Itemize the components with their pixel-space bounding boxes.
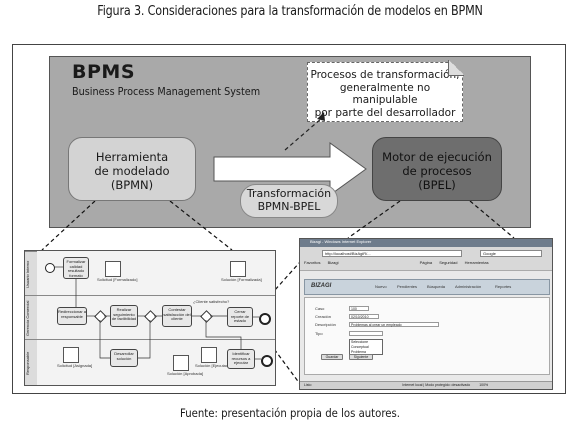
modeling-tool-line-2: de modelado: [94, 164, 170, 178]
label-creacion: Creación: [315, 314, 332, 319]
bizagi-logo: BIZAGI: [311, 283, 332, 289]
task-realizar: Realizar seguimiento de factibilidad: [110, 305, 138, 327]
right-callout-line-2: [469, 200, 515, 239]
gateway-label: ¿Cliente satisfecho?: [193, 299, 230, 304]
figure-title: Figura 3. Consideraciones para la transf…: [97, 4, 483, 19]
bizagi-form-area: Caso 100 Creación 02/10/2010 Descripción…: [304, 297, 550, 375]
lane-2: [37, 295, 275, 340]
menu-herramientas[interactable]: Herramientas: [464, 260, 489, 265]
doc-solucion-formalizada: [230, 261, 246, 277]
end-event-1: [259, 313, 271, 325]
execution-engine-box: Motor de ejecución de procesos (BPEL): [372, 137, 502, 201]
bpms-title: BPMS: [72, 61, 135, 83]
status-zoom[interactable]: 100%: [479, 383, 489, 387]
transformation-label: Transformación BPMN-BPEL: [240, 184, 338, 218]
task-cerrar: Cerrar reporte de estado: [227, 307, 253, 327]
engine-line-2: de procesos: [402, 164, 472, 178]
label-tipo: Tipo: [315, 331, 323, 336]
doc-label-3: Solicitud [Asignada]: [57, 363, 93, 368]
doc-solicitud-asignada: [63, 347, 79, 363]
note-line-2: generalmente no manipulable: [339, 81, 431, 107]
bizagi-browser-screenshot: Bizagi - Windows Internet Explorer http:…: [299, 238, 553, 390]
note-line-3: por parte del desarrollador: [314, 106, 456, 119]
browser-search-field[interactable]: Google: [480, 250, 542, 257]
modeling-tool-box: Herramienta de modelado (BPMN): [68, 137, 196, 201]
bizagi-tab-pendientes[interactable]: Pendientes: [397, 284, 418, 289]
engine-line-1: Motor de ejecución: [382, 150, 492, 164]
modeling-tool-line-3: (BPMN): [110, 178, 154, 192]
menu-seguridad[interactable]: Seguridad: [439, 260, 458, 265]
task-identificar: Identificar recursos a ejecutar: [227, 349, 255, 369]
menu-favoritos[interactable]: Favoritos: [304, 260, 321, 265]
doc-label-2: Solución [Formalizada]: [221, 277, 262, 282]
browser-status-bar: Listo Internet local | Modo protegido: d…: [300, 381, 552, 389]
bizagi-tab-busqueda[interactable]: Búsqueda: [427, 284, 446, 289]
bpmn-flow-lines: [54, 266, 261, 360]
modeling-tool-line-1: Herramienta: [95, 150, 169, 164]
field-caso[interactable]: 100: [349, 306, 369, 311]
note-line-1: Procesos de transformación,: [310, 69, 460, 81]
browser-title-bar: Bizagi - Windows Internet Explorer: [300, 239, 552, 247]
task-contestar: Contestar satisfacción del cliente: [162, 305, 192, 327]
note-pointer-head: [317, 112, 325, 121]
right-callout-line-1: [347, 200, 401, 239]
transformation-note: Procesos de transformación, generalmente…: [307, 62, 463, 122]
figure-source: Fuente: presentación propia de los autor…: [179, 406, 400, 420]
left-callout-line-1: [41, 200, 96, 251]
siguiente-button[interactable]: Siguiente: [349, 354, 373, 360]
doc-label-4: Solución [Aprobada]: [167, 371, 204, 376]
task-formalizar: Formalizar calidad resultado formato: [63, 257, 89, 279]
transformation-arrow: [213, 142, 367, 196]
bpms-subtitle: Business Process Management System: [72, 86, 261, 98]
transformation-line-1: Transformación: [246, 187, 332, 200]
label-descripcion: Descripción: [315, 322, 336, 327]
transformation-line-2: BPMN-BPEL: [257, 199, 321, 213]
doc-label-5: Solución [Ejecutada]: [195, 363, 232, 368]
left-callout-line-2: [169, 200, 233, 251]
end-event-2: [261, 355, 273, 367]
bizagi-header: BIZAGI Nuevo Pendientes Búsqueda Adminis…: [304, 279, 550, 295]
lane-1: [37, 251, 275, 296]
doc-solucion-ejecutada: [201, 347, 217, 363]
field-descripcion[interactable]: Problemas al crear un empleado: [349, 322, 439, 327]
menu-bizagi[interactable]: Bizagi: [327, 260, 339, 265]
bizagi-tab-reportes[interactable]: Reportes: [495, 284, 512, 289]
doc-solicitud-formalizado: [105, 261, 121, 277]
field-tipo[interactable]: [349, 331, 383, 336]
dropdown-option-3[interactable]: Problema: [351, 350, 366, 354]
status-text: Listo: [304, 383, 312, 387]
browser-url-field[interactable]: http://localhost/BizAgiR/...: [322, 250, 462, 257]
doc-solucion-aprobada: [173, 355, 189, 371]
status-zone: Internet local | Modo protegido: desacti…: [402, 383, 471, 387]
task-desarrollar: Desarrollar solución: [110, 349, 138, 367]
field-creacion[interactable]: 02/10/2010: [349, 314, 379, 319]
start-event: [45, 263, 55, 273]
note-folded-corner: [448, 60, 464, 76]
guardar-button[interactable]: Guardar: [321, 354, 343, 360]
browser-favorites-row: Favoritos Bizagi Página Seguridad Herram…: [300, 260, 552, 271]
menu-pagina[interactable]: Página: [419, 260, 433, 265]
label-caso: Caso: [315, 306, 325, 311]
dropdown-option-1[interactable]: Seleccione: [351, 340, 369, 344]
dropdown-option-2[interactable]: Conceptual: [351, 345, 369, 349]
bpmn-screenshot: Usuario Interno Gerencia Comercial Respo…: [24, 250, 276, 386]
task-redireccionar: Redireccionar a responsable: [57, 307, 87, 325]
tipo-dropdown-list[interactable]: Seleccione Conceptual Problema: [349, 339, 383, 355]
note-pointer-line: [284, 117, 323, 151]
bizagi-tab-nuevo[interactable]: Nuevo: [375, 284, 387, 289]
engine-line-3: (BPEL): [418, 178, 456, 192]
doc-label-1: Solicitud [Formalizado]: [97, 277, 138, 282]
bizagi-tab-administracion[interactable]: Administración: [455, 284, 482, 289]
